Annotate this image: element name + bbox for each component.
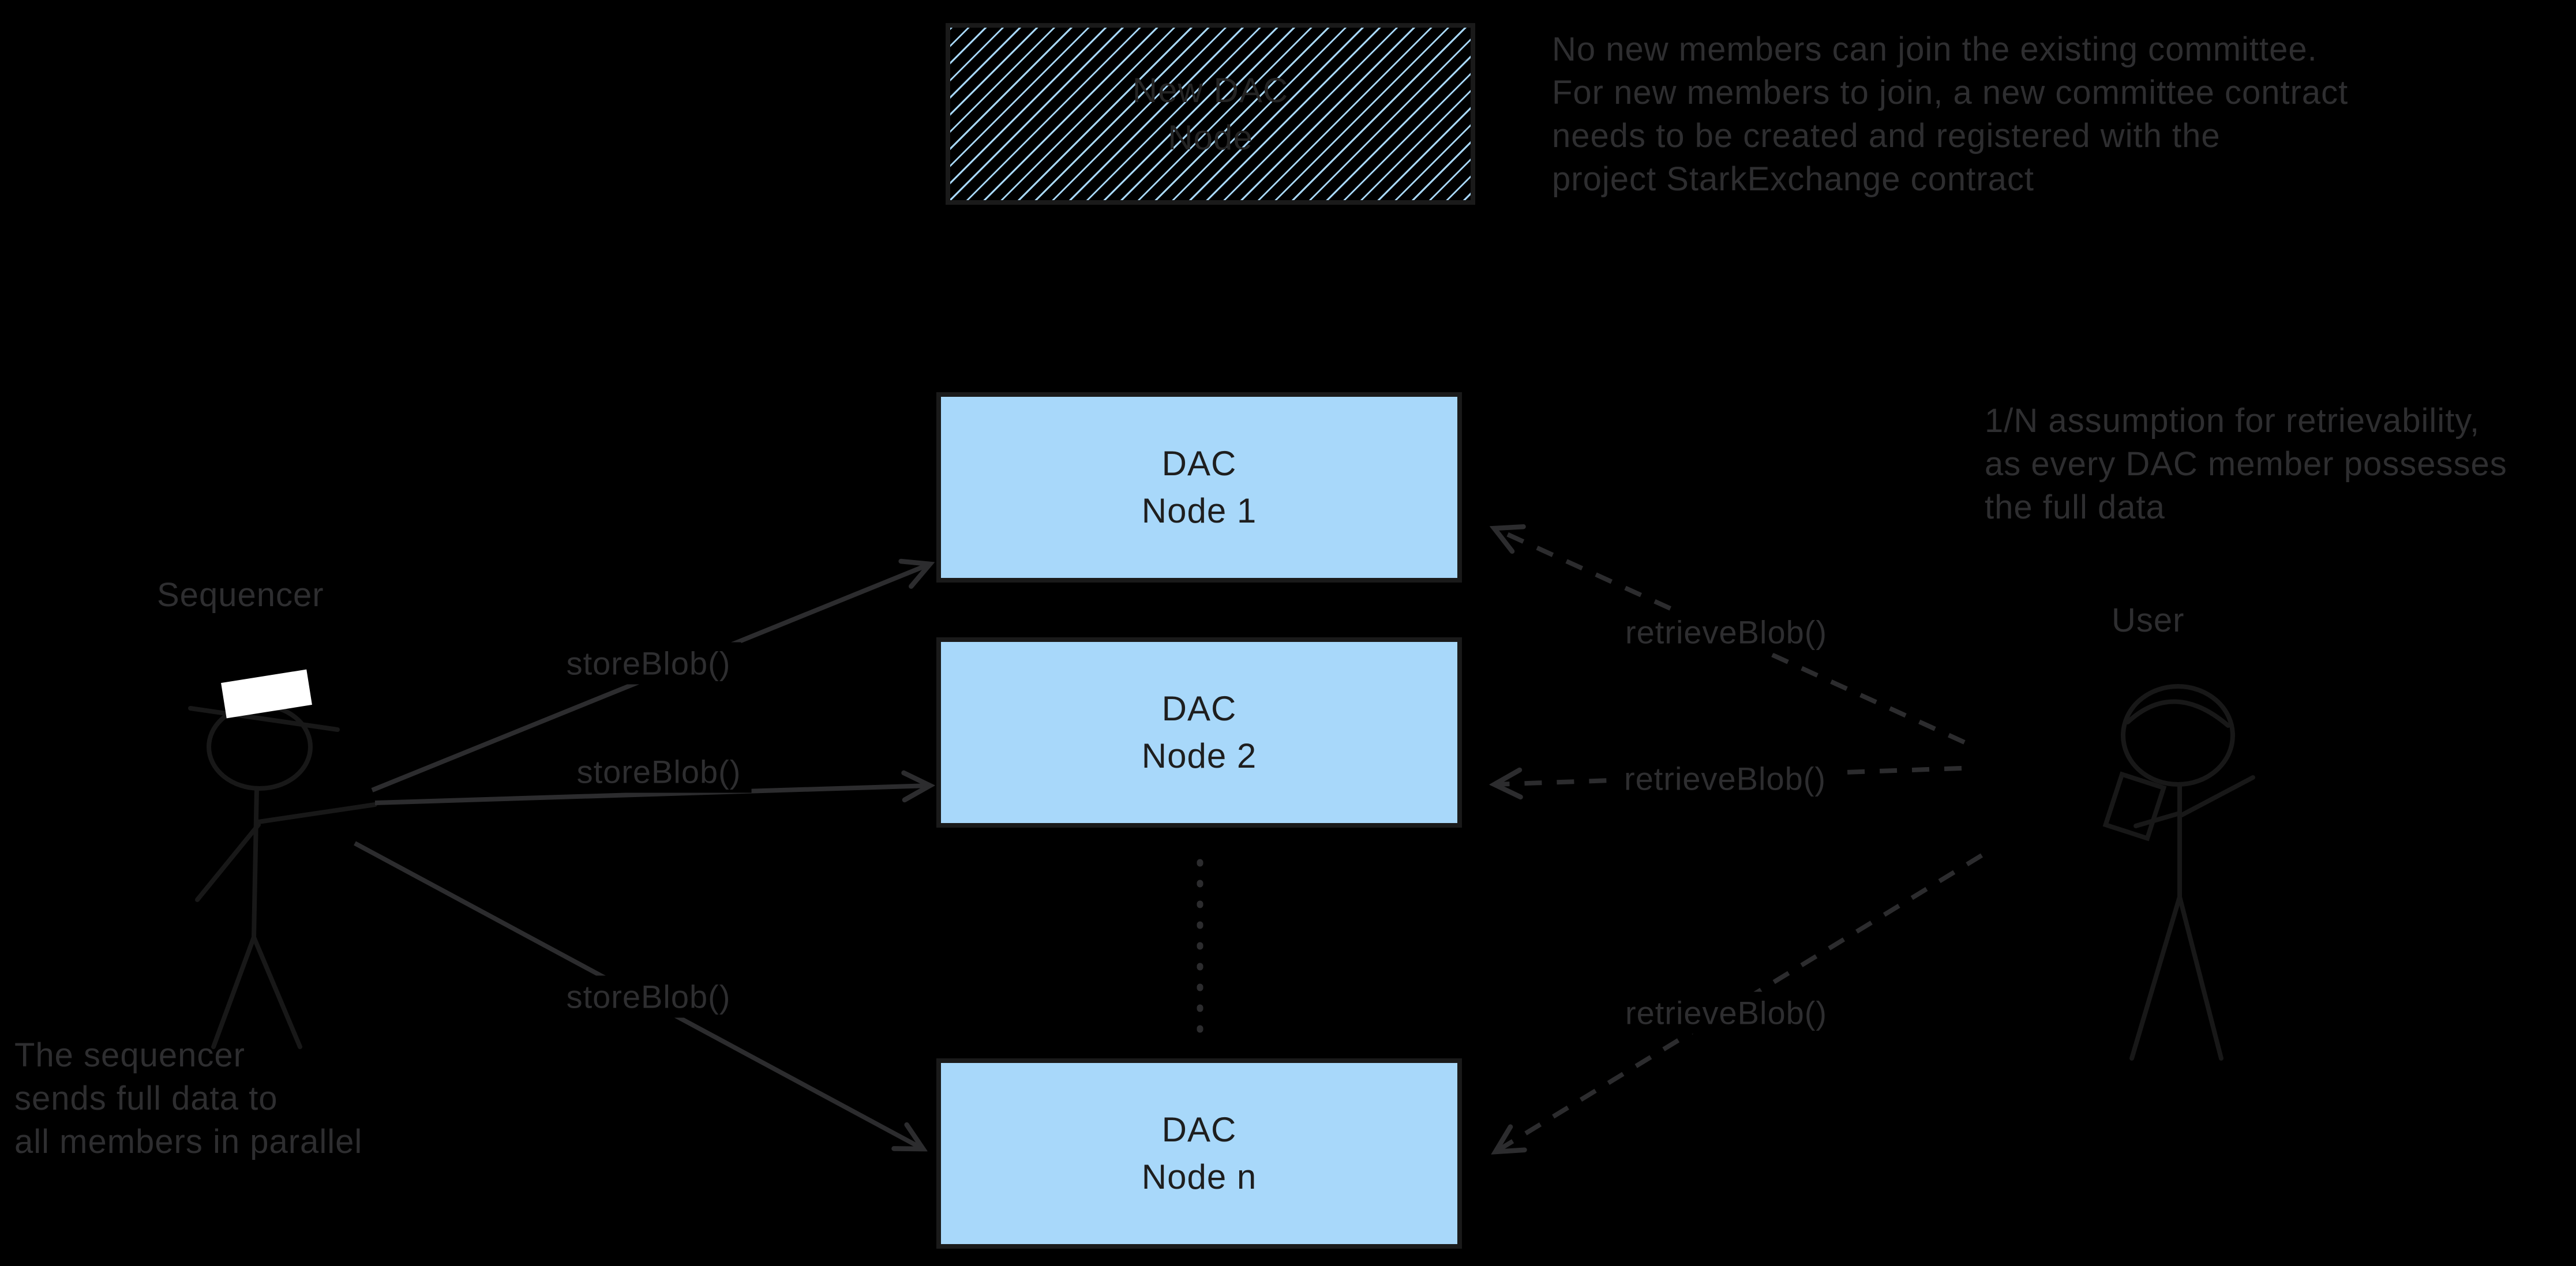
node-dac-2-line1: DAC [1161,689,1237,728]
parallel-annotation-line: The sequencer [14,1036,245,1074]
store-arrow-node2 [374,786,930,805]
user-label: User [2112,602,2185,639]
parallel-annotation-line: all members in parallel [14,1123,363,1160]
node-new-dac-line2: Node [1168,118,1253,157]
node-new-dac: New DAC Node [946,23,1475,205]
parallel-annotation: The sequencer sends full data to all mem… [14,1034,362,1163]
retrievability-annotation-line: the full data [1985,489,2165,526]
store-blob-label-3: storeBlob() [556,975,741,1018]
committee-annotation-line: No new members can join the existing com… [1552,31,2318,68]
node-dac-2: DAC Node 2 [936,637,1462,828]
retrieve-blob-label-1: retrieveBlob() [1614,611,1838,653]
retrievability-annotation-line: 1/N assumption for retrievability, [1985,402,2480,439]
retrieve-blob-label-3: retrieveBlob() [1614,991,1838,1034]
node-dac-2-line2: Node 2 [1141,737,1257,775]
committee-annotation-line: needs to be created and registered with … [1552,117,2221,155]
user-phone [2102,771,2167,842]
committee-annotation-line: project StarkExchange contract [1552,160,2034,198]
node-dac-n: DAC Node n [936,1058,1462,1249]
node-new-dac-line1: New DAC [1132,70,1289,110]
retrievability-annotation: 1/N assumption for retrievability, as ev… [1985,399,2507,529]
user-figure [2102,684,2255,1061]
committee-annotation: No new members can join the existing com… [1552,28,2348,201]
retrieve-arrow-node1 [1494,528,1966,745]
committee-annotation-line: For new members to join, a new committee… [1552,74,2349,111]
retrievability-annotation-line: as every DAC member possesses [1985,445,2507,483]
node-dac-n-line1: DAC [1161,1110,1237,1149]
parallel-annotation-line: sends full data to [14,1080,278,1117]
store-blob-label-2: storeBlob() [566,750,752,793]
store-blob-label-1: storeBlob() [556,642,741,685]
node-dac-n-line2: Node n [1141,1158,1257,1196]
sequencer-label: Sequencer [157,576,324,614]
node-dac-1-line1: DAC [1161,444,1237,483]
node-dac-1-line2: Node 1 [1141,491,1257,530]
retrieve-blob-label-2: retrieveBlob() [1613,757,1837,800]
sequencer-figure [188,669,377,1049]
sequencer-hat [221,669,312,719]
node-dac-1: DAC Node 1 [936,392,1462,583]
